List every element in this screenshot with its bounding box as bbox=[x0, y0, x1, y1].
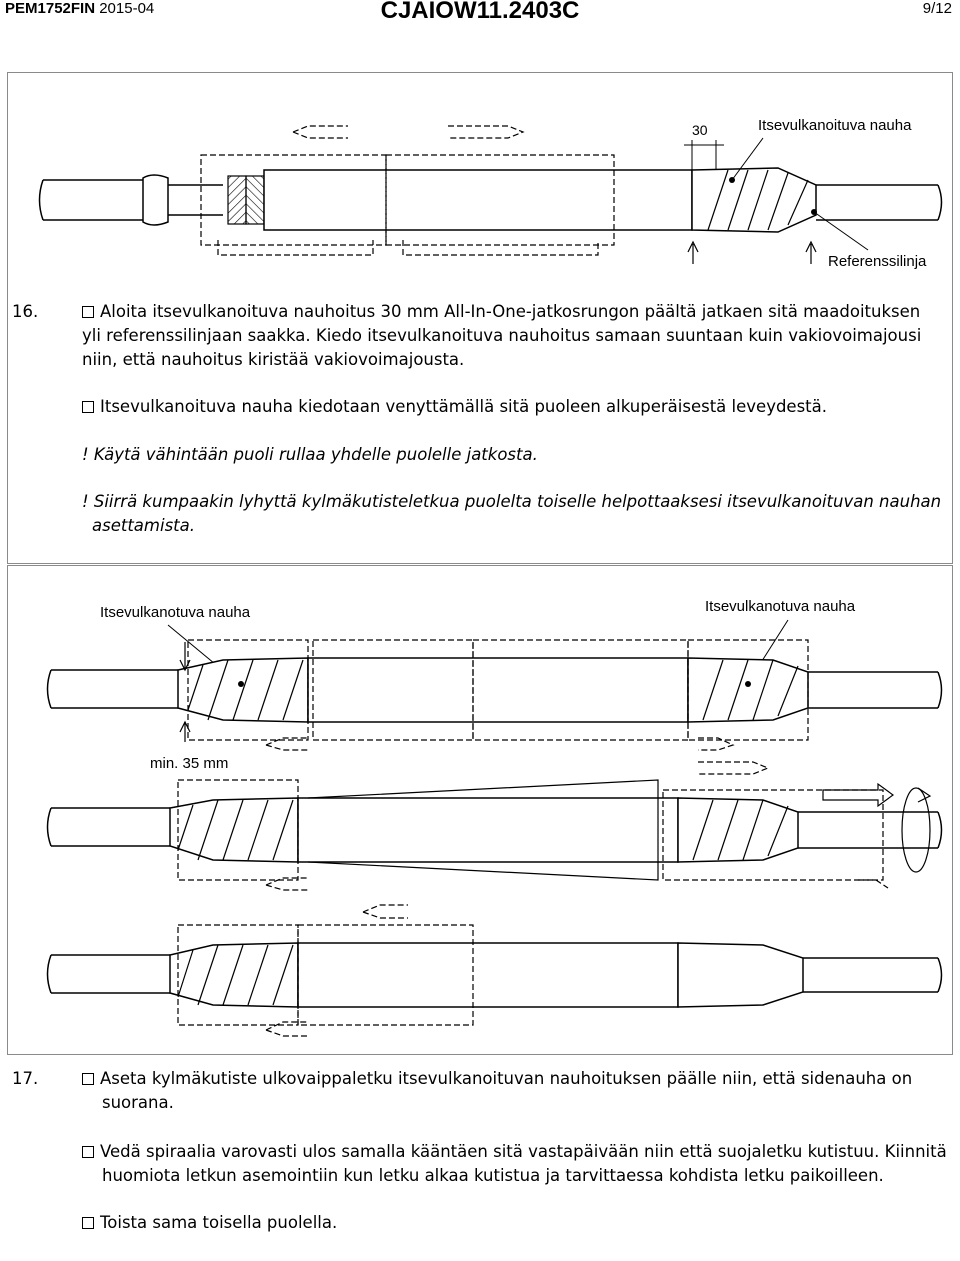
step16-line-3: niin, että nauhoitus kiristää vakiovoima… bbox=[82, 350, 465, 369]
step16-line-1: Aloita itsevulkanoituva nauhoitus 30 mm … bbox=[100, 302, 921, 321]
checkbox-icon bbox=[82, 401, 94, 413]
row3 bbox=[46, 904, 943, 1037]
reference-line-label: Referenssilinja bbox=[828, 253, 927, 270]
tape-label-right: Itsevulkanotuva nauha bbox=[705, 598, 856, 615]
step16-line-2: yli referenssilinjaan saakka. Kiedo itse… bbox=[82, 326, 922, 345]
checkbox-icon bbox=[82, 306, 94, 318]
dimension-30: 30 bbox=[692, 122, 708, 138]
figure-tape-start: 30 Itsevulkanoituva nauha Referenssilinj… bbox=[38, 117, 943, 270]
min-35-label: min. 35 mm bbox=[150, 755, 228, 772]
step16-note1: ! Käytä vähintään puoli rullaa yhdelle p… bbox=[82, 445, 538, 464]
step16-bullet-text: Itsevulkanoituva nauha kiedotaan venyttä… bbox=[100, 397, 827, 416]
figure-panel-2 bbox=[7, 565, 953, 1055]
doc-number: PEM1752FIN bbox=[5, 0, 96, 17]
figure-tape-wrap: Itsevulkanotuva nauha Itsevulkanotuva na… bbox=[46, 598, 943, 1037]
step17-p1-line-2: suorana. bbox=[102, 1093, 174, 1112]
step16-panel bbox=[7, 72, 953, 564]
doc-date: 2015-04 bbox=[99, 0, 155, 17]
step16-number: 16. bbox=[12, 302, 39, 321]
row2 bbox=[46, 761, 943, 891]
step17-p2-line-1: Vedä spiraalia varovasti ulos samalla kä… bbox=[100, 1142, 947, 1161]
step17-para3: Toista sama toisella puolella. bbox=[82, 1211, 942, 1235]
step16-note2: ! Siirrä kumpaakin lyhyttä kylmäkutistel… bbox=[82, 490, 942, 538]
step17-number: 17. bbox=[12, 1069, 39, 1088]
step16-text: 16. Aloita itsevulkanoituva nauhoitus 30… bbox=[12, 300, 942, 372]
page-number: 9/12 bbox=[922, 0, 952, 17]
step17-p1-line-1: Aseta kylmäkutiste ulkovaippaletku itsev… bbox=[100, 1069, 913, 1088]
step17-para2: Vedä spiraalia varovasti ulos samalla kä… bbox=[82, 1140, 952, 1188]
model-title: CJAIOW11.2403C bbox=[380, 0, 580, 24]
step16-note2-line-2: asettamista. bbox=[92, 516, 195, 535]
tape-label-1: Itsevulkanoituva nauha bbox=[758, 117, 912, 134]
step17-text: 17. Aseta kylmäkutiste ulkovaippaletku i… bbox=[12, 1067, 942, 1115]
step17-para3-text: Toista sama toisella puolella. bbox=[100, 1213, 338, 1232]
step17-p2-line-2: huomiota letkun asemointiin kun letku al… bbox=[102, 1166, 884, 1185]
row1: min. 35 mm bbox=[46, 639, 943, 772]
doc-id: PEM1752FIN 2015-04 bbox=[5, 0, 154, 17]
checkbox-icon bbox=[82, 1217, 94, 1229]
step16-note2-line-1: ! Siirrä kumpaakin lyhyttä kylmäkutistel… bbox=[82, 492, 942, 511]
tape-label-left: Itsevulkanotuva nauha bbox=[100, 604, 251, 621]
checkbox-icon bbox=[82, 1073, 94, 1085]
checkbox-icon bbox=[82, 1146, 94, 1158]
step16-bullet: Itsevulkanoituva nauha kiedotaan venyttä… bbox=[82, 395, 942, 419]
